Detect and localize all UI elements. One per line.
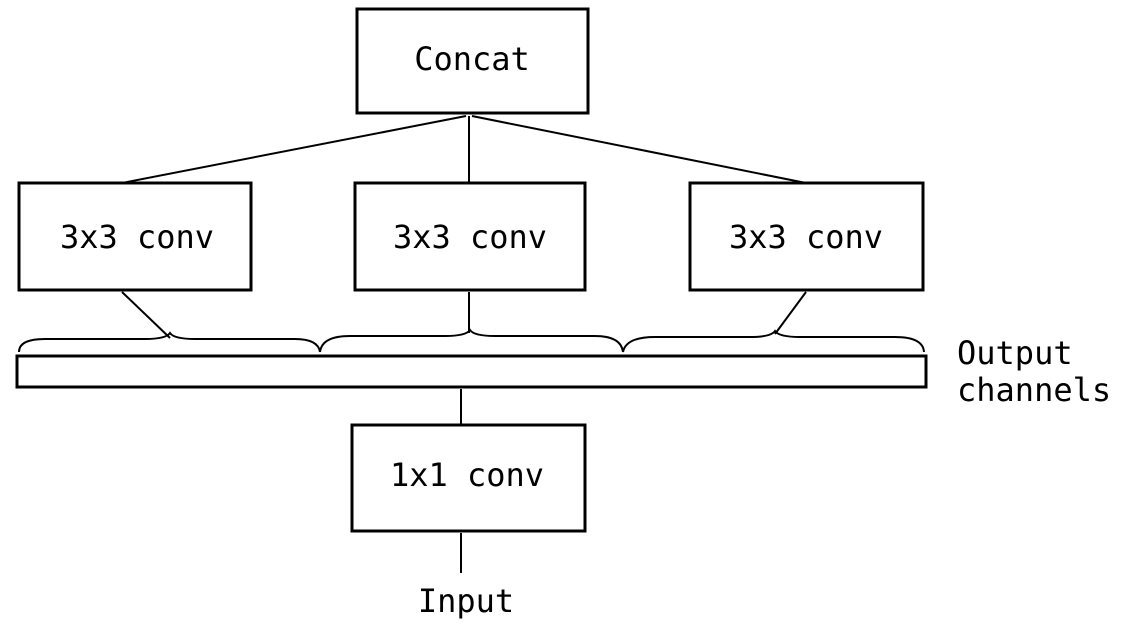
conv3x3-box-left xyxy=(17,181,253,292)
conv3x3-box-right xyxy=(688,181,925,292)
conv1x1-label: 1x1 conv xyxy=(390,456,544,494)
concat-block: Concat xyxy=(355,7,590,115)
concat-label: Concat xyxy=(414,40,530,78)
conv3x3-label-left: 3x3 conv xyxy=(60,218,214,256)
conv3x3-box-center xyxy=(353,181,587,292)
conv3x3-block-center: 3x3 conv xyxy=(353,181,587,292)
brace-left xyxy=(18,331,321,353)
conv1x1-box xyxy=(350,423,587,533)
edge-left-conv-to-brace xyxy=(121,291,171,339)
output-channels-label-line2: channels xyxy=(957,371,1111,409)
conv1x1-block: 1x1 conv xyxy=(350,423,587,533)
conv3x3-label-right: 3x3 conv xyxy=(729,218,883,256)
conv3x3-block-left: 3x3 conv xyxy=(17,181,253,292)
edge-right-conv-to-brace xyxy=(774,291,807,335)
output-channels-bar xyxy=(15,354,928,389)
output-channels-label-line1: Output xyxy=(957,334,1073,372)
edge-concat-to-right-conv xyxy=(471,115,807,184)
brace-right xyxy=(622,329,925,353)
edge-concat-to-left-conv xyxy=(121,115,467,184)
input-label: Input xyxy=(418,582,514,620)
concat-box xyxy=(355,7,590,115)
conv3x3-label-center: 3x3 conv xyxy=(393,218,547,256)
brace-center xyxy=(319,328,624,353)
conv3x3-block-right: 3x3 conv xyxy=(688,181,925,292)
